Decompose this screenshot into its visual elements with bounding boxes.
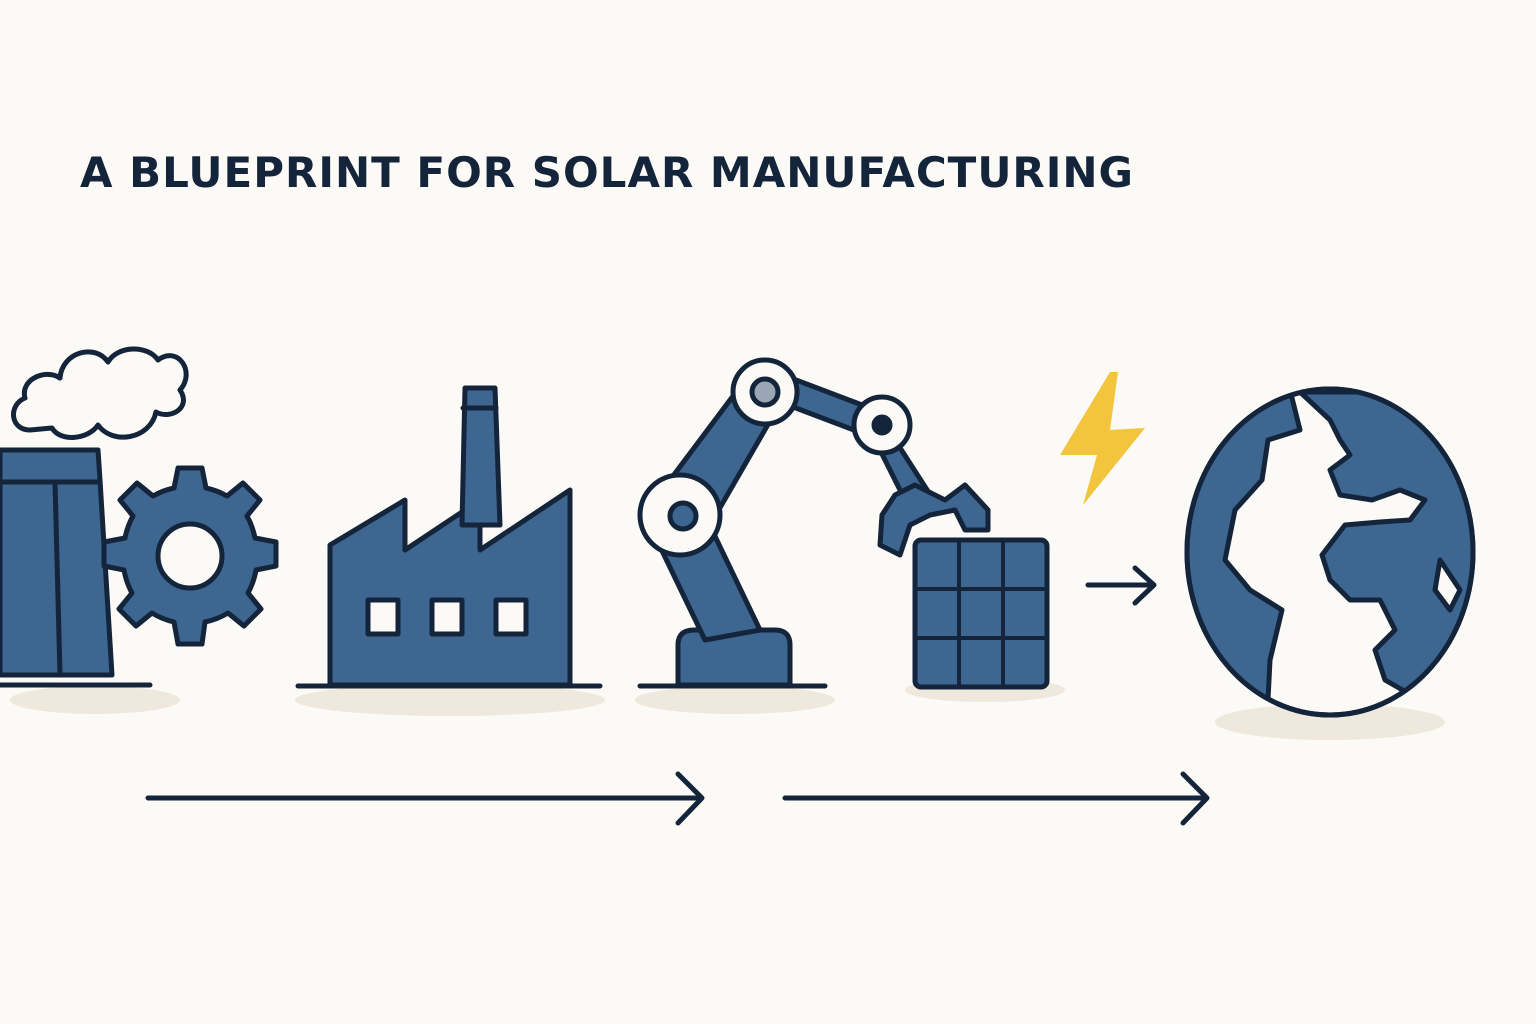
robotic-arm-icon [637, 357, 991, 689]
gear-icon [101, 465, 279, 647]
solar-panel-icon [912, 537, 1050, 690]
arrow-short [1085, 565, 1157, 606]
globe-icon [1184, 386, 1476, 718]
lightning-bolt-icon [1060, 372, 1145, 505]
arrow-long-1 [145, 771, 705, 826]
factory-icon [295, 385, 603, 689]
page-title: A BLUEPRINT FOR SOLAR MANUFACTURING [80, 148, 1135, 197]
smokestack-icon [0, 346, 189, 688]
arrow-long-2 [782, 771, 1210, 826]
